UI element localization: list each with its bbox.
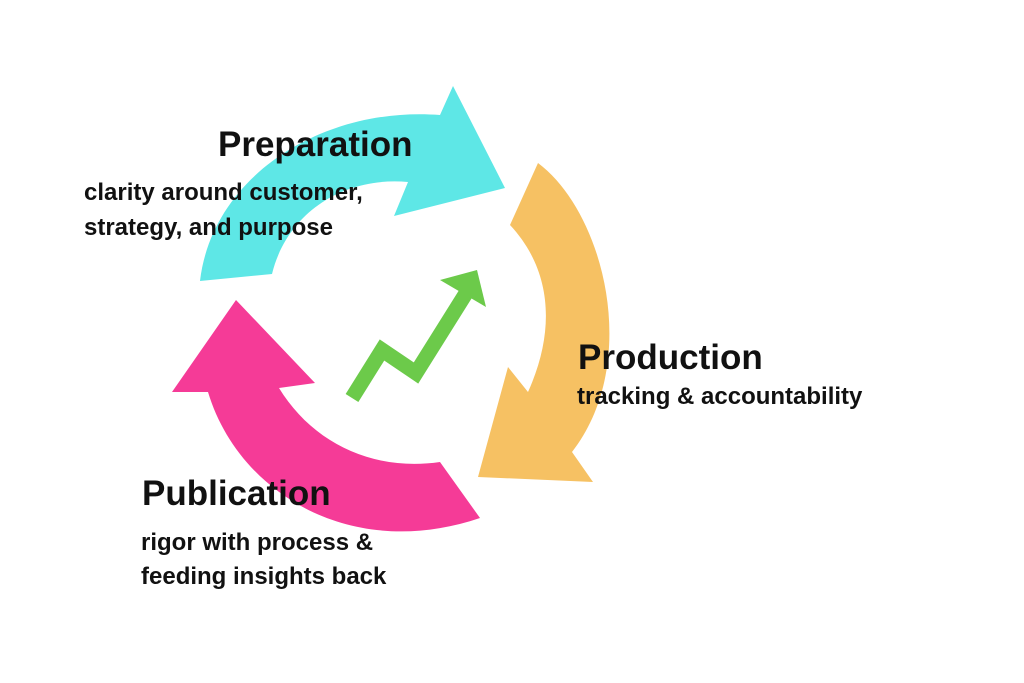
publication-description-line-2: feeding insights back [141, 563, 387, 590]
publication-arrow [172, 300, 480, 532]
production-title: Production [578, 338, 763, 377]
publication-title: Publication [142, 474, 331, 513]
preparation-title: Preparation [218, 125, 413, 164]
publication-description-line-1: rigor with process & [141, 529, 374, 556]
growth-arrowhead [440, 270, 486, 307]
growth-line [345, 286, 475, 402]
production-description-line-1: tracking & accountability [577, 383, 863, 410]
preparation-description-line-2: strategy, and purpose [84, 214, 333, 241]
preparation-description-line-1: clarity around customer, [84, 179, 363, 206]
preparation-arrow [200, 86, 505, 281]
trending-up-arrow-icon [345, 270, 486, 402]
production-arrow [478, 163, 610, 482]
